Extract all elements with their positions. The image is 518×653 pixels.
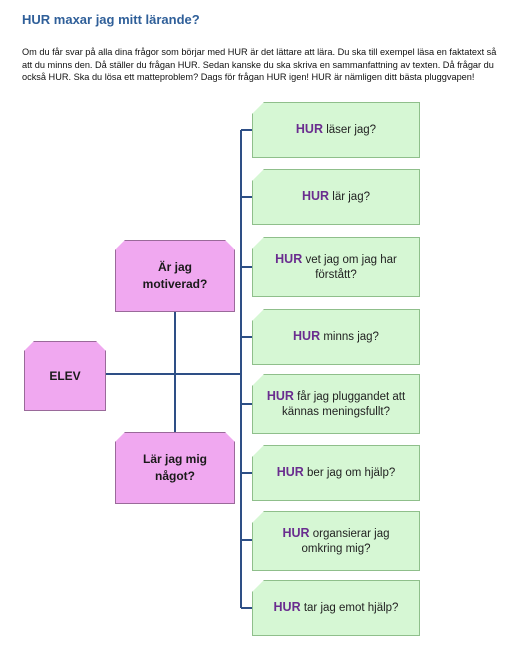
node-learn-line2: något? (154, 469, 195, 483)
question-text: lär jag? (332, 191, 370, 203)
hur-word: HUR (301, 189, 330, 203)
question-box-2: HUR lär jag? (252, 169, 420, 225)
question-box-4: HUR minns jag? (252, 309, 420, 365)
question-box-8: HUR tar jag emot hjälp? (252, 580, 420, 636)
hur-word: HUR (275, 251, 303, 266)
question-text: tar jag emot hjälp? (303, 602, 399, 614)
node-motivated-line2: motiverad? (142, 277, 208, 291)
hur-word: HUR (273, 600, 301, 614)
node-learn-line1: Lär jag mig (142, 452, 207, 466)
question-box-6: HUR ber jag om hjälp? (252, 445, 420, 501)
question-box-3: HUR vet jag om jag har förstått? (252, 237, 420, 297)
question-text: minns jag? (323, 331, 379, 343)
hur-word: HUR (293, 329, 321, 343)
node-elev: ELEV (24, 341, 106, 411)
intro-paragraph: Om du får svar på alla dina frågor som b… (22, 47, 497, 83)
hur-word: HUR (282, 525, 310, 540)
question-text: får jag pluggandet att kännas meningsful… (281, 390, 406, 418)
question-text: vet jag om jag har förstått? (305, 253, 397, 281)
hur-word: HUR (266, 388, 294, 403)
page-title: HUR maxar jag mitt lärande? (22, 12, 200, 27)
question-box-5: HUR får jag pluggandet att kännas mening… (252, 374, 420, 434)
hur-word: HUR (295, 122, 323, 136)
question-text: ber jag om hjälp? (307, 467, 396, 479)
node-motivated-line1: Är jag (157, 260, 192, 274)
node-elev-label: ELEV (49, 368, 81, 383)
hur-word: HUR (276, 465, 304, 479)
question-text: organsierar jag omkring mig? (301, 527, 390, 555)
node-learn: Lär jag mig något? (115, 432, 235, 504)
question-box-1: HUR läser jag? (252, 102, 420, 158)
question-box-7: HUR organsierar jag omkring mig? (252, 511, 420, 571)
question-text: läser jag? (326, 124, 377, 136)
node-motivated: Är jag motiverad? (115, 240, 235, 312)
